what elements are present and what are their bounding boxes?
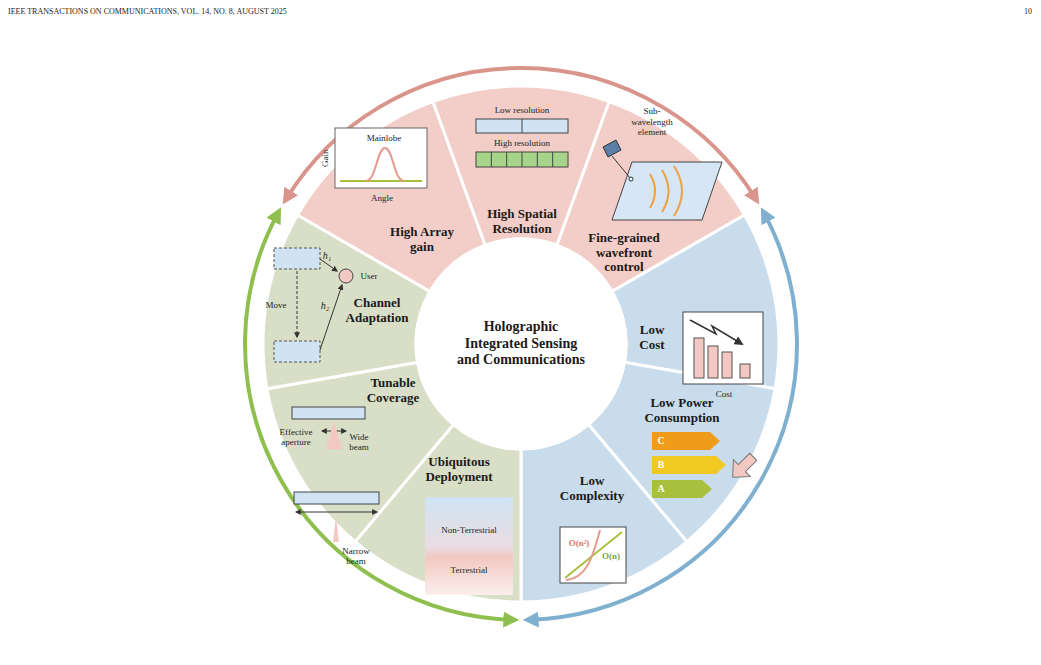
center-circle bbox=[416, 239, 626, 449]
energy-letter: C bbox=[657, 435, 664, 447]
title-text: High Spatial Resolution bbox=[476, 207, 568, 237]
segment-title: Ubiquitous Deployment bbox=[417, 455, 501, 485]
band-label: Terrestrial bbox=[451, 565, 488, 575]
title-text: Ubiquitous Deployment bbox=[417, 455, 501, 485]
title-text: Low Complexity bbox=[552, 474, 632, 504]
high-res-divider bbox=[537, 152, 538, 167]
cost-bar bbox=[708, 346, 718, 378]
segment-title: Fine-grained wavefront control bbox=[583, 231, 665, 276]
high-res-divider bbox=[491, 152, 492, 167]
curve-label: O(n) bbox=[602, 551, 620, 561]
sidelobe-line bbox=[340, 180, 422, 182]
leader-line bbox=[612, 156, 630, 178]
deployment-band bbox=[425, 497, 513, 595]
axis-label: Angle bbox=[371, 193, 393, 203]
title-text: Fine-grained wavefront control bbox=[583, 231, 665, 276]
quadratic-curve bbox=[566, 530, 600, 580]
segment-title: Tunable Coverage bbox=[359, 376, 427, 406]
segment-title: High Array gain bbox=[382, 225, 462, 255]
high-res-dividers bbox=[491, 152, 552, 167]
title-text: Low Cost bbox=[632, 323, 672, 353]
cost-chart bbox=[683, 312, 763, 384]
trend-arrow bbox=[690, 320, 742, 344]
title-text: Holographic Integrated Sensing and Commu… bbox=[456, 319, 586, 369]
segment-wedge bbox=[521, 424, 687, 602]
beam-label: Wide beam bbox=[344, 432, 374, 453]
energy-class bbox=[652, 456, 726, 474]
dimension-label: Effective aperture bbox=[274, 427, 318, 448]
title-text: Tunable Coverage bbox=[359, 376, 427, 406]
motion-label: Move bbox=[266, 300, 287, 310]
dimension-line bbox=[296, 512, 377, 513]
complexity-plot bbox=[560, 527, 626, 583]
channel-h2 bbox=[320, 285, 342, 350]
wavefront bbox=[650, 166, 682, 216]
energy-letter: B bbox=[658, 459, 665, 471]
cost-bar bbox=[694, 338, 704, 378]
bar-label: Low resolution bbox=[495, 105, 550, 115]
axis-label: Gain bbox=[320, 149, 330, 167]
user-symbol bbox=[339, 269, 353, 283]
energy-class bbox=[652, 432, 720, 450]
band-label: Non-Terrestrial bbox=[439, 525, 499, 535]
title-text: Low Power Consumption bbox=[632, 396, 732, 426]
cost-bar bbox=[740, 364, 750, 378]
center-title: Holographic Integrated Sensing and Commu… bbox=[456, 319, 586, 369]
bar-label: High resolution bbox=[494, 138, 550, 148]
array-before bbox=[274, 248, 320, 269]
running-header: IEEE TRANSACTIONS ON COMMUNICATIONS, VOL… bbox=[8, 7, 287, 16]
low-res-bar bbox=[476, 119, 568, 133]
segment-title: Low Power Consumption bbox=[632, 396, 732, 426]
high-res-bar bbox=[476, 152, 568, 167]
linear-curve bbox=[565, 532, 622, 578]
energy-class bbox=[652, 480, 712, 498]
gain-plot bbox=[335, 128, 427, 188]
channel-label: h₁ bbox=[323, 250, 331, 262]
narrow-beam bbox=[333, 516, 339, 542]
high-res-divider bbox=[522, 152, 523, 167]
pointer-arrow bbox=[724, 448, 761, 485]
segment-title: Channel Adaptation bbox=[335, 296, 419, 326]
beam-label: Narrow beam bbox=[336, 546, 376, 567]
title-text: Channel Adaptation bbox=[335, 296, 419, 326]
segments bbox=[263, 86, 779, 602]
energy-letter: A bbox=[657, 483, 664, 495]
title-text: High Array gain bbox=[382, 225, 462, 255]
segment-title: High Spatial Resolution bbox=[476, 207, 568, 237]
user-label: User bbox=[361, 271, 378, 281]
mainlobe-curve bbox=[366, 148, 404, 181]
curve-label: O(n²) bbox=[569, 538, 590, 548]
wide-beam bbox=[326, 421, 342, 449]
high-res-divider bbox=[552, 152, 553, 167]
move-arrow bbox=[297, 271, 298, 337]
aperture-bar bbox=[292, 407, 365, 419]
axis-label: Cost bbox=[716, 389, 733, 399]
element-label: Sub-wavelength element bbox=[627, 106, 677, 137]
leader-dot bbox=[629, 177, 633, 181]
segment-title: Low Cost bbox=[632, 323, 672, 353]
page-number: 10 bbox=[1024, 7, 1032, 16]
metasurface bbox=[612, 162, 722, 220]
plot-label: Mainlobe bbox=[367, 133, 402, 143]
array-after bbox=[274, 341, 320, 362]
group-arcs bbox=[245, 68, 797, 620]
low-res-divider bbox=[522, 119, 523, 133]
segment-title: Low Complexity bbox=[552, 474, 632, 504]
sub-wavelength-element bbox=[603, 140, 621, 157]
channel-label: h₂ bbox=[321, 300, 329, 312]
aperture-bar bbox=[294, 492, 379, 504]
cost-bar bbox=[722, 352, 732, 378]
high-res-divider bbox=[506, 152, 507, 167]
